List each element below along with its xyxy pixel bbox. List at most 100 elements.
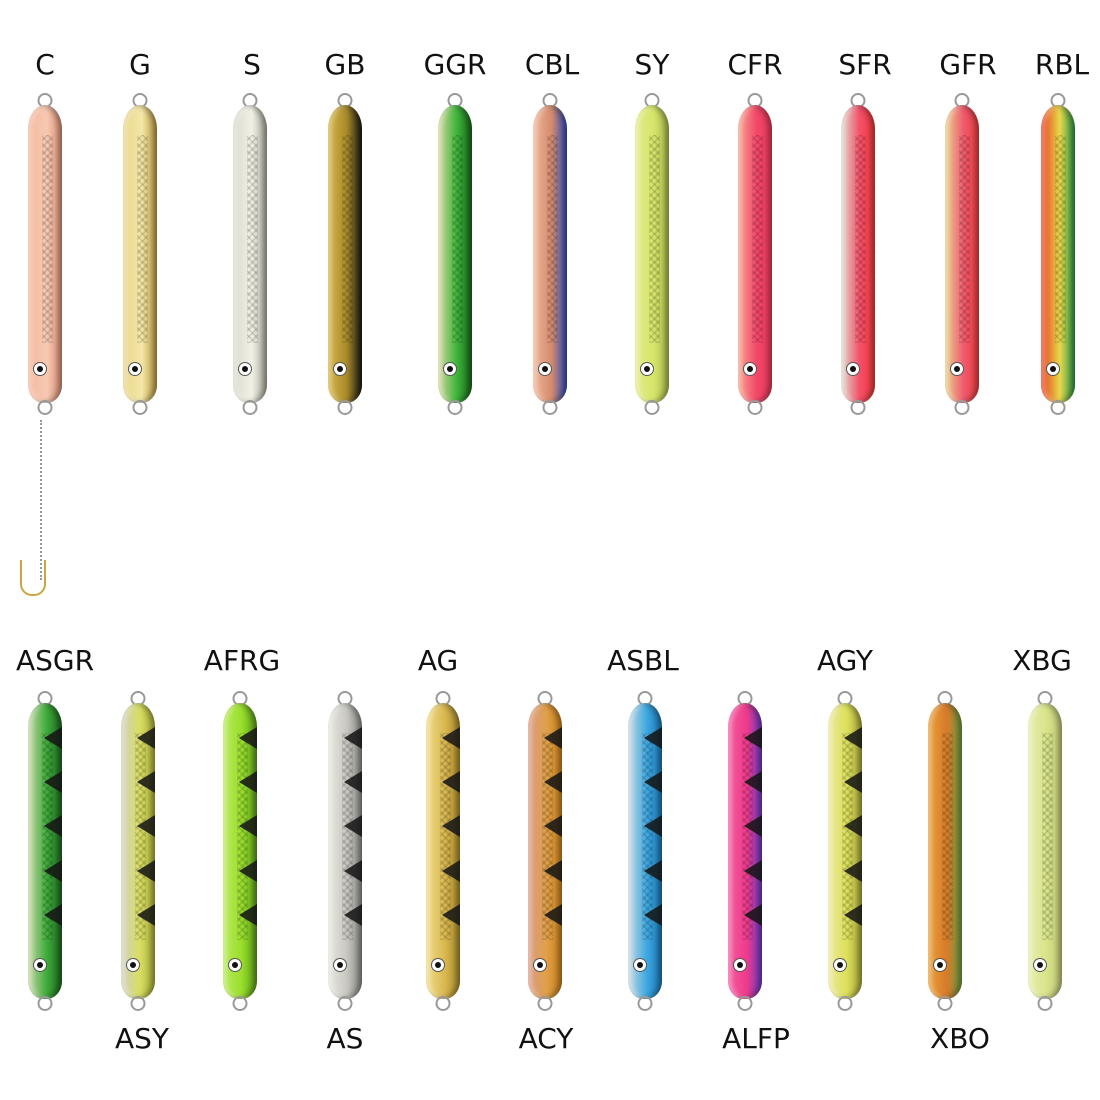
scale-pattern — [1054, 134, 1067, 344]
eyelet-icon — [130, 996, 146, 1011]
eye-icon — [744, 363, 756, 375]
lure-body — [728, 703, 762, 999]
lure-body — [328, 105, 362, 403]
lure-code-label: G — [129, 48, 151, 81]
lure-asbl — [628, 691, 662, 1011]
hook-icon — [20, 560, 46, 596]
eyelet-icon — [542, 400, 558, 415]
stripe-mark — [844, 859, 862, 882]
stripe-mark — [844, 726, 862, 749]
lure-asy — [121, 691, 155, 1011]
eyelet-icon — [937, 996, 953, 1011]
stripe-mark — [344, 815, 362, 838]
eye-icon — [239, 363, 251, 375]
stripe-mark — [744, 771, 762, 794]
lure-xbg — [1028, 691, 1062, 1011]
stripe-mark — [442, 904, 460, 927]
stripe-mark — [744, 726, 762, 749]
scale-pattern — [41, 134, 54, 344]
scale-pattern — [546, 134, 559, 344]
eye-icon — [1034, 959, 1046, 971]
eye-icon — [334, 363, 346, 375]
stripe-mark — [137, 859, 155, 882]
scale-pattern — [854, 134, 867, 344]
stripe-mark — [442, 815, 460, 838]
eyelet-icon — [435, 996, 451, 1011]
lure-body — [1041, 105, 1075, 403]
eyelet-icon — [132, 400, 148, 415]
stripe-mark — [644, 859, 662, 882]
lure-body — [28, 105, 62, 403]
eyelet-icon — [232, 996, 248, 1011]
lure-code-label: AGY — [816, 644, 874, 677]
eyelet-icon — [242, 400, 258, 415]
lure-code-label: ASBL — [607, 644, 679, 677]
lure-rbl — [1041, 93, 1075, 415]
scale-pattern — [136, 134, 149, 344]
lure-body — [635, 105, 669, 403]
eye-icon — [34, 363, 46, 375]
lure-cfr — [738, 93, 772, 415]
eye-icon — [1047, 363, 1059, 375]
eye-icon — [432, 959, 444, 971]
lure-body — [533, 105, 567, 403]
lure-code-label: XBO — [930, 1022, 990, 1055]
scale-pattern — [246, 134, 259, 344]
stripe-mark — [44, 904, 62, 927]
lure-body — [738, 105, 772, 403]
lure-code-label: AS — [326, 1022, 364, 1055]
lure-body — [945, 105, 979, 403]
stripe-mark — [744, 859, 762, 882]
eyelet-icon — [37, 996, 53, 1011]
eye-icon — [539, 363, 551, 375]
lure-ag — [426, 691, 460, 1011]
stripe-mark — [344, 726, 362, 749]
stripe-mark — [44, 815, 62, 838]
lure-body — [928, 703, 962, 999]
scale-pattern — [451, 134, 464, 344]
scale-pattern — [958, 134, 971, 344]
lure-body — [121, 703, 155, 999]
stripe-mark — [44, 859, 62, 882]
stripe-mark — [544, 815, 562, 838]
stripe-mark — [544, 904, 562, 927]
eye-icon — [34, 959, 46, 971]
stripe-mark — [344, 859, 362, 882]
eye-icon — [641, 363, 653, 375]
lure-code-label: GB — [324, 48, 366, 81]
eye-icon — [534, 959, 546, 971]
stripe-mark — [44, 771, 62, 794]
lure-acy — [528, 691, 562, 1011]
stripe-mark — [744, 815, 762, 838]
lure-xbo — [928, 691, 962, 1011]
scale-pattern — [751, 134, 764, 344]
eye-icon — [634, 959, 646, 971]
stripe-mark — [137, 904, 155, 927]
lure-body — [233, 105, 267, 403]
lure-code-label: AG — [417, 644, 459, 677]
lure-code-label: XBG — [1012, 644, 1072, 677]
lure-gb — [328, 93, 362, 415]
stripe-mark — [644, 904, 662, 927]
eye-icon — [951, 363, 963, 375]
stripe-mark — [442, 771, 460, 794]
stripe-mark — [644, 771, 662, 794]
lure-code-label: SFR — [838, 48, 892, 81]
stripe-mark — [442, 726, 460, 749]
lure-code-label: S — [243, 48, 261, 81]
eye-icon — [127, 959, 139, 971]
stripe-mark — [44, 726, 62, 749]
eyelet-icon — [737, 996, 753, 1011]
lure-ggr — [438, 93, 472, 415]
eyelet-icon — [644, 400, 660, 415]
lure-gfr — [945, 93, 979, 415]
lure-body — [123, 105, 157, 403]
lure-cbl — [533, 93, 567, 415]
eyelet-icon — [447, 400, 463, 415]
eye-icon — [734, 959, 746, 971]
eyelet-icon — [837, 996, 853, 1011]
stripe-mark — [239, 904, 257, 927]
eyelet-icon — [1037, 996, 1053, 1011]
lure-code-label: SY — [634, 48, 670, 81]
stripe-mark — [844, 771, 862, 794]
